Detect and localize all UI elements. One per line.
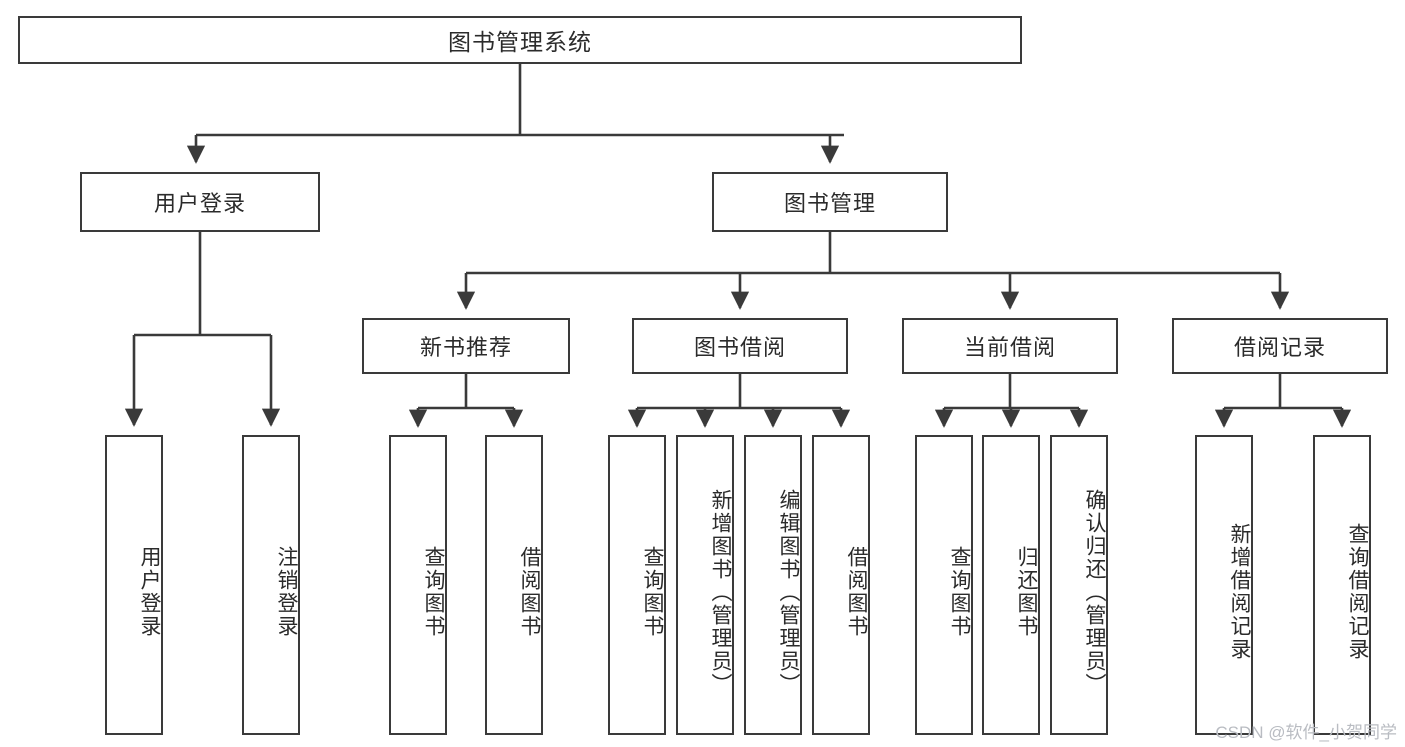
node-book-borrow[interactable]: 图书借阅 bbox=[632, 318, 848, 374]
leaf-borrow-borrow-book[interactable]: 借阅图书 bbox=[812, 435, 870, 735]
leaf-current-confirm-return-admin[interactable]: 确认归还（管理员） bbox=[1050, 435, 1108, 735]
leaf-record-add-record[interactable]: 新增借阅记录 bbox=[1195, 435, 1253, 735]
node-label: 编辑图书（管理员） bbox=[777, 488, 800, 696]
node-label: 当前借阅 bbox=[963, 335, 1056, 360]
leaf-record-query-record[interactable]: 查询借阅记录 bbox=[1313, 435, 1371, 735]
node-label: 查询图书 bbox=[641, 546, 664, 638]
node-label: 用户登录 bbox=[153, 191, 246, 216]
node-label: 注销登录 bbox=[275, 546, 298, 638]
node-current-borrow[interactable]: 当前借阅 bbox=[902, 318, 1118, 374]
leaf-borrow-edit-book-admin[interactable]: 编辑图书（管理员） bbox=[744, 435, 802, 735]
leaf-newbook-borrow-book[interactable]: 借阅图书 bbox=[485, 435, 543, 735]
node-label: 借阅记录 bbox=[1233, 335, 1326, 360]
node-label: 新书推荐 bbox=[419, 335, 512, 360]
node-borrow-record[interactable]: 借阅记录 bbox=[1172, 318, 1388, 374]
node-label: 查询图书 bbox=[948, 546, 971, 638]
node-label: 图书管理 bbox=[783, 191, 876, 216]
node-root-system[interactable]: 图书管理系统 bbox=[18, 16, 1022, 64]
watermark-text: CSDN @软件_小贺同学 bbox=[1215, 723, 1397, 742]
node-label: 归还图书 bbox=[1015, 546, 1038, 638]
node-label: 图书管理系统 bbox=[448, 29, 592, 55]
node-label: 查询图书 bbox=[422, 546, 445, 638]
node-user-login[interactable]: 用户登录 bbox=[80, 172, 320, 232]
leaf-current-query-book[interactable]: 查询图书 bbox=[915, 435, 973, 735]
node-label: 图书借阅 bbox=[693, 335, 786, 360]
node-book-management[interactable]: 图书管理 bbox=[712, 172, 948, 232]
node-label: 新增借阅记录 bbox=[1228, 523, 1251, 661]
node-label: 借阅图书 bbox=[518, 546, 541, 638]
node-label: 查询借阅记录 bbox=[1346, 523, 1369, 661]
node-label: 用户登录 bbox=[138, 546, 161, 638]
node-label: 新增图书（管理员） bbox=[709, 488, 732, 696]
leaf-logout[interactable]: 注销登录 bbox=[242, 435, 300, 735]
node-new-book-recommend[interactable]: 新书推荐 bbox=[362, 318, 570, 374]
leaf-newbook-query-book[interactable]: 查询图书 bbox=[389, 435, 447, 735]
leaf-borrow-add-book-admin[interactable]: 新增图书（管理员） bbox=[676, 435, 734, 735]
node-label: 借阅图书 bbox=[845, 546, 868, 638]
leaf-borrow-query-book[interactable]: 查询图书 bbox=[608, 435, 666, 735]
leaf-user-login[interactable]: 用户登录 bbox=[105, 435, 163, 735]
node-label: 确认归还（管理员） bbox=[1083, 488, 1106, 696]
leaf-current-return-book[interactable]: 归还图书 bbox=[982, 435, 1040, 735]
